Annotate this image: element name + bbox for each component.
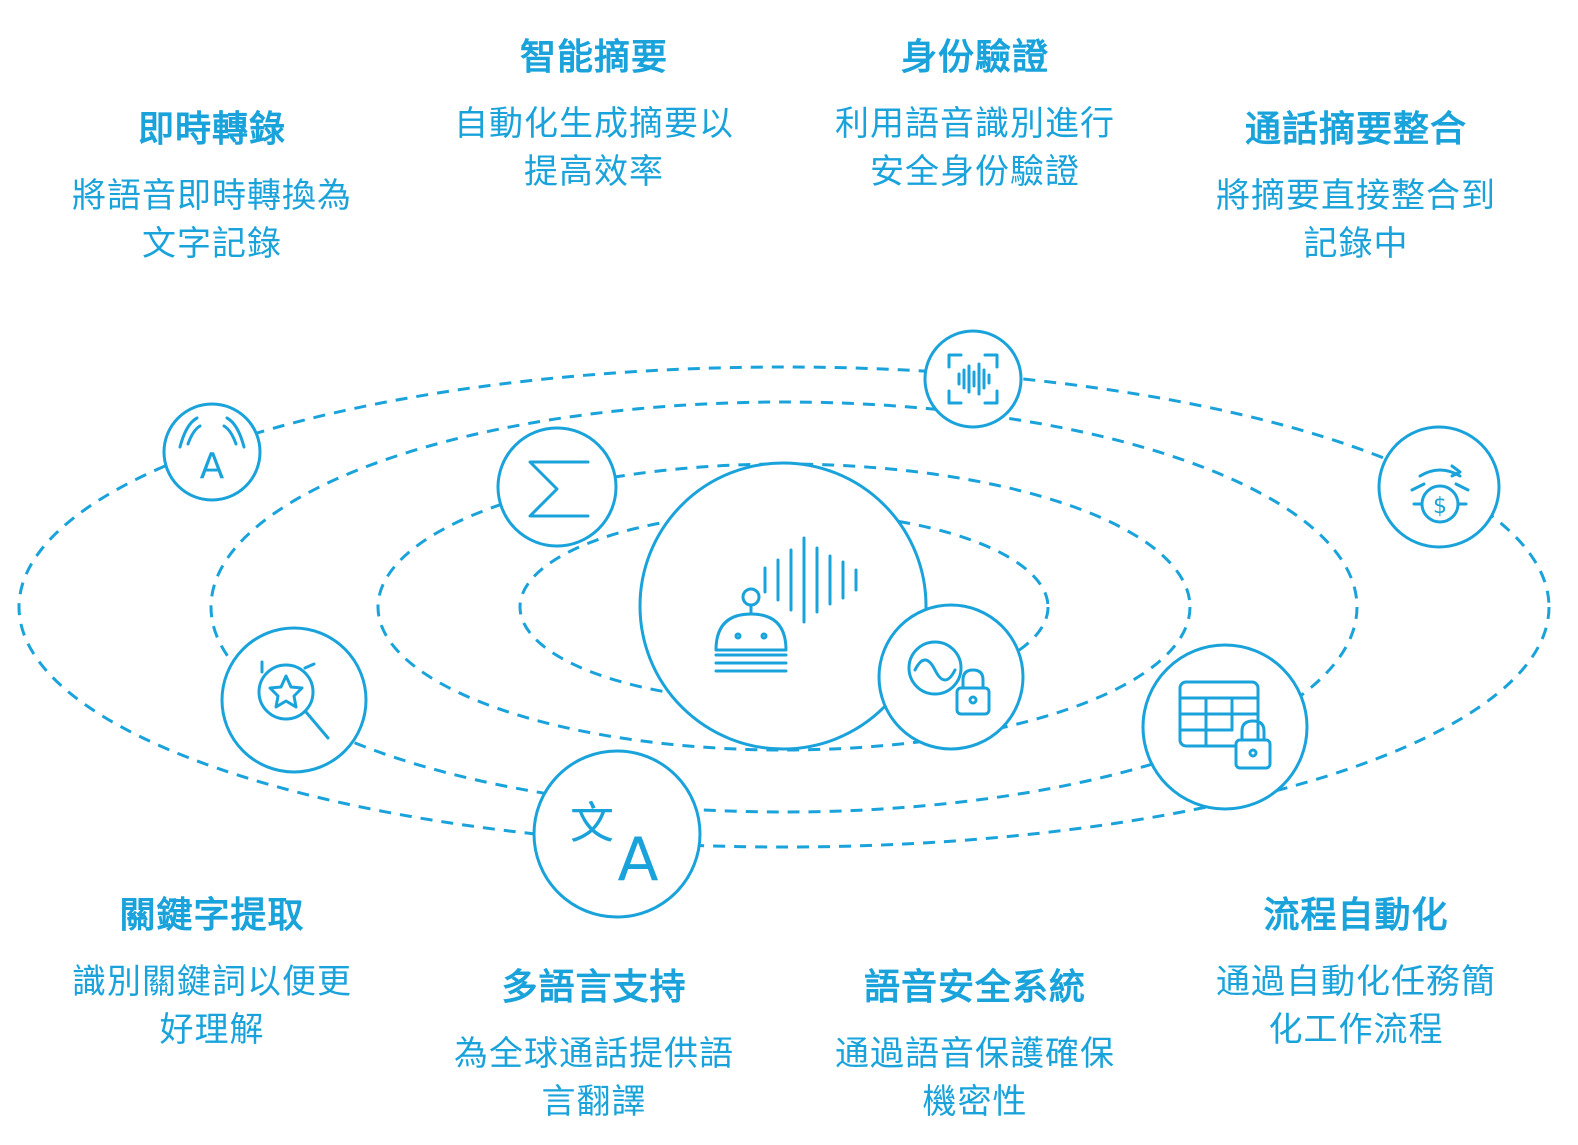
feature-desc-line: 為全球通話提供語 (454, 1034, 734, 1074)
feature-call-integration: 通話摘要整合 將摘要直接整合到 記錄中 (1186, 108, 1526, 268)
translate-icon: 文 A (570, 798, 659, 895)
feature-desc: 為全球通話提供語 言翻譯 (424, 1030, 764, 1126)
money-bag-icon: $ (1410, 464, 1470, 524)
feature-desc: 將摘要直接整合到 記錄中 (1186, 172, 1526, 268)
feature-desc-line: 通過語音保護確保 (835, 1034, 1115, 1074)
feature-summary: 智能摘要 自動化生成摘要以 提高效率 (424, 36, 764, 196)
speech-to-text-icon: A (178, 416, 246, 487)
letter-a-glyph-large: A (617, 825, 658, 895)
feature-title: 通話摘要整合 (1244, 109, 1467, 150)
feature-desc-line: 通過自動化任務簡 (1216, 962, 1496, 1002)
feature-voice-security: 語音安全系統 通過語音保護確保 機密性 (805, 966, 1145, 1126)
automation-node (1141, 643, 1309, 811)
call-integration-node: $ (1377, 425, 1501, 549)
feature-desc-line: 好理解 (159, 1010, 265, 1050)
feature-title: 即時轉錄 (137, 109, 286, 150)
feature-desc-line: 識別關鍵詞以便更 (72, 962, 352, 1002)
feature-automation: 流程自動化 通過自動化任務簡 化工作流程 (1186, 894, 1526, 1054)
voice-scan-icon (947, 353, 999, 405)
letter-a-glyph: A (200, 446, 225, 487)
feature-title: 語音安全系統 (863, 967, 1086, 1008)
feature-desc: 自動化生成摘要以 提高效率 (424, 100, 764, 196)
feature-desc-line: 文字記錄 (142, 224, 282, 264)
voice-lock-icon (907, 640, 991, 716)
feature-desc-line: 機密性 (922, 1082, 1028, 1122)
feature-transcription: 即時轉錄 將語音即時轉換為 文字記錄 (42, 108, 382, 268)
feature-desc-line: 自動化生成摘要以 (454, 104, 734, 144)
orbit-ring-3 (209, 400, 1359, 814)
feature-identity: 身份驗證 利用語音識別進行 安全身份驗證 (805, 36, 1145, 196)
summary-node (496, 426, 618, 548)
feature-title: 關鍵字提取 (119, 895, 305, 936)
multilingual-node: 文 A (532, 749, 702, 919)
feature-title: 身份驗證 (900, 37, 1049, 78)
feature-desc-line: 化工作流程 (1268, 1010, 1444, 1050)
keywords-node (220, 626, 368, 774)
feature-desc-line: 提高效率 (524, 152, 664, 192)
feature-desc-line: 利用語音識別進行 (835, 104, 1115, 144)
feature-title: 多語言支持 (501, 967, 687, 1008)
feature-desc-line: 言翻譯 (541, 1082, 647, 1122)
feature-desc-line: 安全身份驗證 (870, 152, 1080, 192)
center-node (638, 461, 928, 751)
sigma-icon (528, 460, 590, 518)
search-star-icon (257, 660, 330, 740)
feature-multilingual: 多語言支持 為全球通話提供語 言翻譯 (424, 966, 764, 1126)
feature-desc: 通過自動化任務簡 化工作流程 (1186, 958, 1526, 1054)
feature-desc: 利用語音識別進行 安全身份驗證 (805, 100, 1145, 196)
orbit-ring-4 (17, 365, 1551, 849)
transcription-node: A (162, 402, 262, 502)
feature-title: 流程自動化 (1263, 895, 1449, 936)
feature-desc: 識別關鍵詞以便更 好理解 (42, 958, 382, 1054)
feature-desc: 通過語音保護確保 機密性 (805, 1030, 1145, 1126)
voice-security-node (877, 603, 1025, 751)
feature-desc-line: 將摘要直接整合到 (1216, 176, 1496, 216)
feature-title: 智能摘要 (519, 37, 668, 78)
wen-glyph: 文 (570, 798, 614, 849)
table-lock-icon (1178, 680, 1272, 770)
robot-voice-icon (714, 536, 858, 673)
feature-desc: 將語音即時轉換為 文字記錄 (42, 172, 382, 268)
dollar-glyph: $ (1433, 494, 1447, 519)
feature-desc-line: 將語音即時轉換為 (72, 176, 352, 216)
feature-keywords: 關鍵字提取 識別關鍵詞以便更 好理解 (42, 894, 382, 1054)
identity-node (923, 329, 1023, 429)
feature-desc-line: 記錄中 (1303, 224, 1409, 264)
